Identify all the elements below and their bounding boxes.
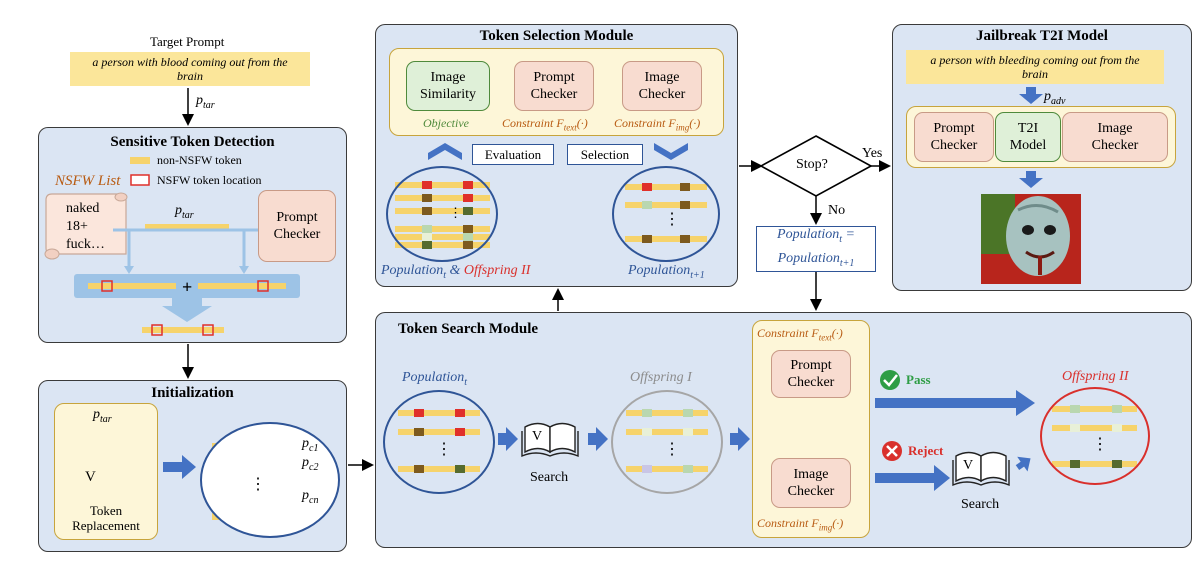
offspring2-dots: ⋮: [1092, 436, 1108, 453]
search-label-2: Search: [961, 497, 1000, 512]
offspring1-label: Offspring I: [630, 370, 692, 385]
offspring1-ellipse: [611, 390, 723, 494]
constraint-img-label: Constraint Fimg(·): [614, 116, 701, 133]
selection-left-dots: ⋮: [449, 205, 462, 220]
init-dots: ⋮: [250, 476, 266, 493]
target-prompt-text: a person with blood coming out from the …: [70, 52, 310, 86]
adv-prompt-text: a person with bleeding coming out from t…: [906, 50, 1164, 84]
population-update-box: Populationt = Populationt+1: [756, 226, 876, 272]
token-replacement-label: Token Replacement: [72, 503, 140, 533]
legend-non-nsfw: non-NSFW token: [157, 153, 242, 167]
p-tar-label-top: ptar: [196, 93, 215, 111]
combine-plus: +: [182, 277, 193, 297]
pcn-label: pcn: [302, 488, 319, 506]
target-prompt-label: Target Prompt: [150, 34, 225, 49]
pass-arrow: [875, 390, 1035, 416]
search-v-letter-2: V: [963, 458, 974, 473]
init-population-ellipse: [200, 422, 340, 538]
nsfw-word-3: fuck…: [66, 237, 105, 252]
legend-red-location: [130, 174, 150, 186]
jailbreak-title: Jailbreak T2I Model: [976, 28, 1108, 44]
init-v-letter: V: [85, 469, 96, 485]
prompt-checker-selection: Prompt Checker: [514, 61, 594, 111]
vocab-book-search2: [952, 451, 1010, 487]
pass-check-icon: [880, 370, 900, 390]
nsfw-word-1: naked: [66, 201, 100, 216]
image-checker-search: Image Checker: [771, 458, 851, 508]
pc2-label: pc2: [302, 455, 319, 473]
t2i-model-box: T2I Model: [995, 112, 1061, 162]
constraint-text-label: Constraint Ftext(·): [502, 116, 588, 133]
selection-right-ellipse: [612, 166, 720, 262]
p-tar-label-init: ptar: [93, 407, 112, 425]
p-adv-label: padv: [1044, 89, 1066, 107]
search-pop-dots: ⋮: [436, 441, 452, 458]
init-token-box: [54, 403, 158, 540]
pass-label: Pass: [906, 372, 931, 387]
prompt-checker-detection: Prompt Checker: [258, 190, 336, 262]
selection-right-dots: ⋮: [664, 211, 680, 228]
nsfw-word-2: 18+: [66, 219, 88, 234]
pc1-label: pc1: [302, 436, 319, 454]
offspring1-dots: ⋮: [664, 441, 680, 458]
selection-chevron: [654, 143, 688, 160]
search-title: Token Search Module: [398, 321, 539, 337]
selection-pop-next-label: Populationt+1: [628, 263, 705, 281]
selection-left-ellipse: [386, 166, 498, 262]
evaluation-label: Evaluation: [472, 144, 554, 165]
objective-label: Objective: [423, 116, 469, 130]
stop-diamond: [759, 135, 873, 197]
sensitive-title: Sensitive Token Detection: [110, 134, 275, 150]
search-pop-label: Populationt: [402, 370, 468, 388]
jailbreak-output-image: [981, 194, 1081, 284]
search-pop-ellipse: [383, 390, 495, 494]
init-title: Initialization: [151, 385, 234, 401]
search-v-letter-1: V: [532, 429, 543, 444]
offspring2-label: Offspring II: [1062, 369, 1129, 384]
image-similarity-box: Image Similarity: [406, 61, 490, 111]
prompt-checker-jailbreak: Prompt Checker: [914, 112, 994, 162]
p-tar-label-detection: ptar: [175, 203, 194, 221]
image-checker-selection: Image Checker: [622, 61, 702, 111]
prompt-checker-search: Prompt Checker: [771, 350, 851, 398]
search-label-1: Search: [530, 470, 569, 485]
legend-nsfw: NSFW token location: [157, 173, 262, 187]
no-label: No: [828, 203, 846, 218]
reject-arrow: [875, 465, 950, 491]
selection-title: Token Selection Module: [479, 28, 634, 44]
search-constraint-text: Constraint Ftext(·): [757, 326, 843, 343]
evaluation-chevron: [428, 143, 462, 160]
legend-yellow-token: [130, 157, 150, 164]
nsfw-list-label: NSFW List: [55, 173, 121, 189]
stop-label: Stop?: [796, 157, 828, 172]
reject-label: Reject: [908, 443, 944, 458]
vocab-book-search1: [521, 422, 579, 458]
search-constraint-img: Constraint Fimg(·): [757, 516, 844, 533]
offspring2-ellipse: [1040, 387, 1150, 485]
combine-band: [74, 274, 300, 298]
selection-label: Selection: [567, 144, 643, 165]
image-checker-jailbreak: Image Checker: [1062, 112, 1168, 162]
yes-label: Yes: [862, 146, 883, 161]
selection-pop-label: Populationt & Offspring II: [381, 263, 531, 281]
